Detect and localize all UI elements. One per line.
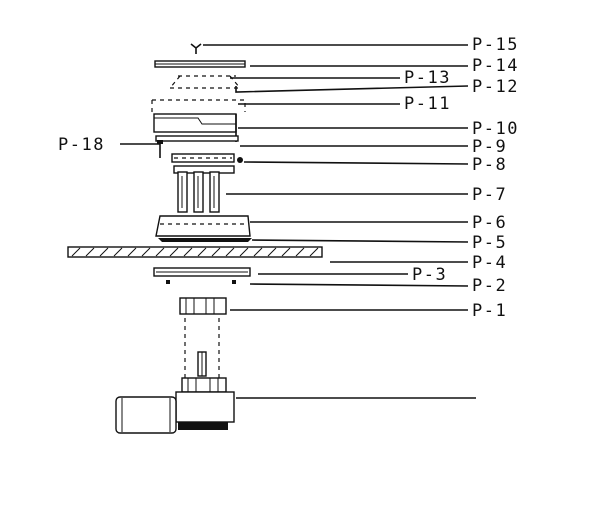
- leader-lines: [120, 44, 476, 399]
- label-p13: P-13: [404, 68, 451, 88]
- label-p14: P-14: [472, 56, 519, 76]
- label-p10: P-10: [472, 119, 519, 139]
- part-motor-shaft: [197, 351, 207, 377]
- part-p14-plate: [154, 60, 246, 68]
- part-p6-base: [155, 215, 252, 242]
- leader-p12: [235, 85, 469, 93]
- label-p11: P-11: [404, 94, 451, 114]
- label-p7: P-7: [472, 185, 507, 205]
- leader-p5: [251, 239, 469, 243]
- part-p11-housing: [151, 99, 246, 115]
- part-p10-block: [153, 113, 237, 142]
- part-motor: [115, 377, 235, 434]
- part-p15-knob: [190, 43, 202, 54]
- label-p6: P-6: [472, 213, 507, 233]
- part-labels: P-15 P-14 P-13 P-12 P-11 P-10 P-9 P-8 P-…: [58, 35, 519, 321]
- label-p9: P-9: [472, 137, 507, 157]
- label-p4: P-4: [472, 253, 507, 273]
- leader-p8: [243, 161, 469, 165]
- part-p7-rods: [173, 165, 235, 213]
- label-p3: P-3: [412, 265, 447, 285]
- label-p2: P-2: [472, 276, 507, 296]
- label-p1: P-1: [472, 301, 507, 321]
- label-p8: P-8: [472, 155, 507, 175]
- part-p13-cap: [169, 75, 241, 89]
- part-p8-ring: [171, 153, 243, 163]
- label-p18: P-18: [58, 135, 105, 155]
- part-p4-table: [67, 246, 323, 258]
- assembly-drawing: [67, 43, 323, 434]
- part-p1-coupling: [179, 297, 227, 315]
- label-p15: P-15: [472, 35, 519, 55]
- label-p5: P-5: [472, 233, 507, 253]
- part-p3-plate: [153, 267, 251, 284]
- label-p12: P-12: [472, 77, 519, 97]
- leader-p2: [249, 283, 469, 287]
